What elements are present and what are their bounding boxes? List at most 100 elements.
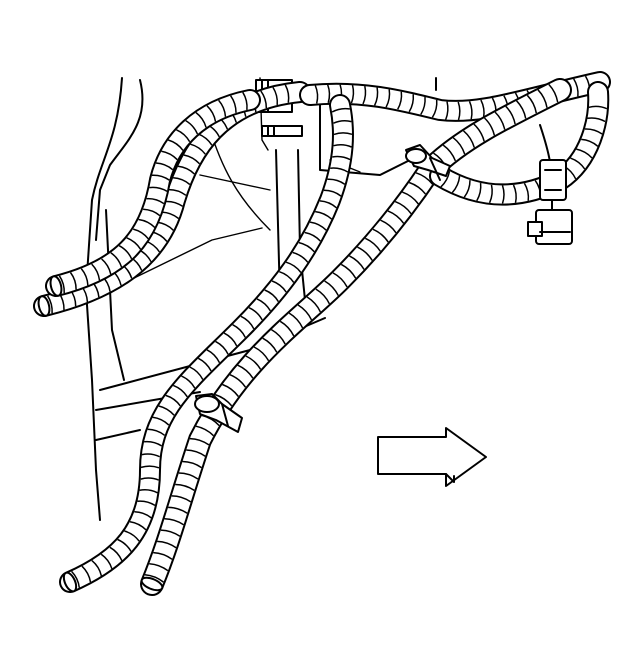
conduit-rib — [240, 315, 255, 330]
conduit-rib — [237, 364, 254, 379]
conduit-rib — [110, 252, 123, 268]
conduit-rib — [387, 210, 405, 224]
conduit-rib — [357, 246, 373, 261]
conduit-rib — [457, 101, 461, 121]
conduit-rib — [140, 477, 159, 481]
conduit-rib — [168, 506, 188, 514]
bolt-plate — [261, 125, 303, 137]
conduit-rib — [271, 280, 287, 293]
conduit-rib — [178, 472, 199, 480]
conduit-rib — [117, 538, 132, 552]
conduit-rib — [350, 84, 355, 104]
conduit-rib — [473, 123, 485, 142]
conduit-rib — [476, 183, 482, 202]
conduit-rib — [91, 560, 103, 577]
conduit-rib — [570, 157, 586, 170]
conduit-front-long — [140, 78, 572, 596]
panel-fold-line — [105, 209, 125, 381]
conduit-rib — [324, 280, 339, 296]
conduit-rib — [168, 188, 187, 196]
conduit-rib — [183, 154, 201, 165]
conduit-rib — [515, 100, 527, 119]
conduit-rib — [285, 261, 302, 273]
conduit-rib — [175, 483, 195, 492]
conduit-rib — [173, 177, 191, 186]
conduit-rib — [58, 275, 65, 294]
conduit-rib — [133, 228, 149, 240]
conduit-rib — [173, 384, 188, 398]
conduit-rib — [576, 148, 593, 159]
conduit-rib — [189, 437, 210, 446]
conduit-rib — [397, 91, 403, 110]
conduit-rib — [297, 304, 313, 321]
conduit-rib — [149, 186, 168, 192]
conduit-rib — [222, 383, 240, 397]
conduit-rib — [129, 520, 147, 531]
conduit-rib — [223, 332, 238, 347]
conduit-rib — [332, 272, 348, 288]
conduit-rib — [330, 167, 349, 173]
conduit-rib — [165, 394, 181, 407]
conduit-rib — [164, 518, 185, 526]
connector-lower — [527, 199, 573, 245]
conduit-center-long-body — [61, 96, 352, 591]
conduit-rib — [431, 99, 438, 118]
conduit-rib — [197, 357, 212, 372]
conduit-rib — [144, 573, 164, 583]
panel-crease — [199, 174, 271, 191]
conduit-group — [33, 71, 611, 596]
conduit-rib — [165, 200, 184, 207]
conduit-rib — [141, 453, 161, 458]
conduit-rib — [81, 565, 92, 583]
upper-bracket — [319, 99, 411, 176]
conduit-rib — [408, 94, 415, 113]
conduit-rib — [264, 289, 280, 302]
conduit-rib — [176, 129, 191, 143]
conduit-rib — [185, 119, 199, 135]
conduit-rib — [46, 295, 53, 314]
conduit-rib — [140, 465, 160, 469]
conduit-rib — [573, 78, 579, 97]
conduit-rib — [158, 405, 175, 416]
conduit-rib — [372, 228, 389, 243]
conduit-rib — [137, 500, 156, 507]
conduit-rib — [161, 150, 178, 161]
conduit-rib — [147, 428, 166, 436]
conduit-rib — [143, 208, 161, 217]
conduit-rib — [229, 95, 237, 113]
conduit-rib — [333, 132, 353, 136]
conduit-rib — [402, 191, 419, 205]
conduit-rib — [157, 540, 177, 549]
conduit-rib — [501, 185, 505, 204]
conduit-rib — [260, 90, 268, 109]
conduit-rib — [242, 91, 248, 110]
conduit-rib — [218, 99, 227, 117]
conduit-rib — [304, 231, 321, 242]
conduit-rib — [139, 489, 158, 494]
conduit-rib — [232, 324, 246, 338]
conduit-rib — [588, 105, 608, 110]
conduit-rib — [186, 449, 206, 457]
conduit-rib — [373, 87, 379, 106]
conduit-rib — [253, 346, 270, 362]
arrow-right-icon — [377, 427, 487, 487]
conduit-rib — [512, 184, 517, 204]
conduit-rib — [177, 165, 195, 175]
conduit-rib — [349, 255, 365, 270]
panel-inner-edge — [95, 79, 144, 241]
conduit-rib — [488, 184, 493, 204]
conduit-rib — [319, 200, 337, 209]
conduit-rib — [288, 312, 304, 329]
conduit-rib — [332, 155, 351, 161]
conduit-rib — [262, 337, 278, 353]
conduit-rib — [279, 270, 295, 283]
conduit-rib — [153, 551, 173, 560]
conduit-rib — [245, 355, 262, 370]
conduit-rib — [333, 120, 352, 124]
conduit-rib — [160, 529, 181, 537]
conduit-rib — [215, 340, 229, 355]
conduit-rib — [327, 178, 346, 185]
conduit-rib — [451, 176, 461, 194]
harness-clip-lower — [194, 393, 243, 433]
